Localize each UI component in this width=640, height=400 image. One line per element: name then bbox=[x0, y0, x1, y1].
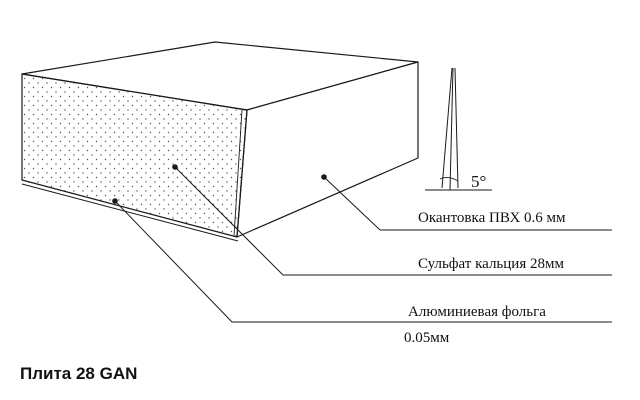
label-core: Сульфат кальция 28мм bbox=[418, 256, 564, 272]
angle-label: 5° bbox=[471, 172, 486, 191]
angle-indicator bbox=[425, 67, 492, 191]
leader-edging bbox=[321, 174, 612, 231]
leader-foil bbox=[112, 198, 612, 323]
label-foil-line1: Алюминиевая фольга bbox=[408, 304, 546, 320]
label-foil-line2: 0.05мм bbox=[404, 330, 450, 346]
leader-core bbox=[172, 164, 612, 276]
foil-edge-line bbox=[21, 183, 239, 242]
diagram-caption: Плита 28 GAN bbox=[20, 364, 138, 383]
panel-front-face bbox=[21, 73, 248, 238]
label-edging: Окантовка ПВХ 0.6 мм bbox=[418, 210, 566, 226]
bevel-edge-line bbox=[233, 109, 243, 237]
